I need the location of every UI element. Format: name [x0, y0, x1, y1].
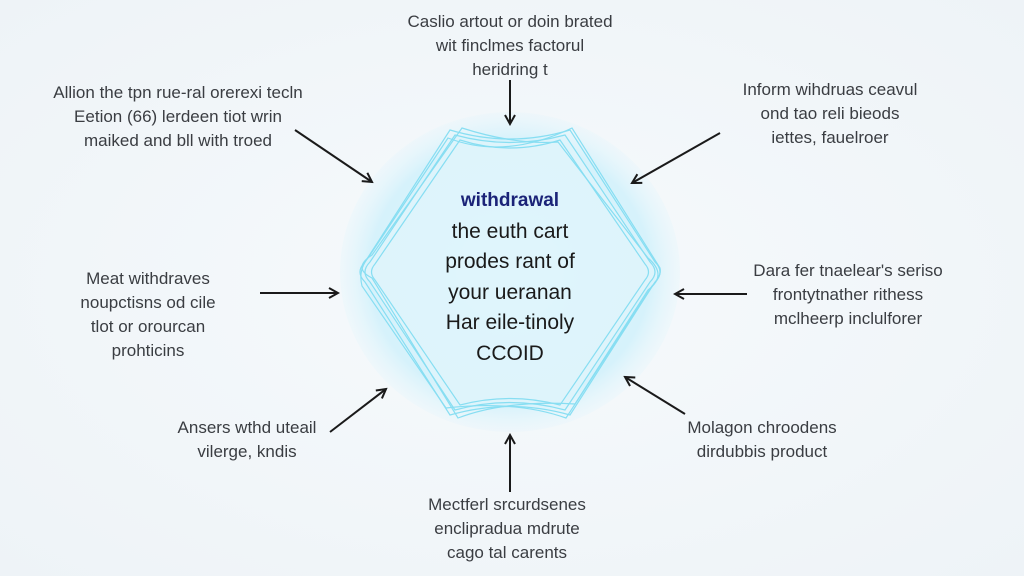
arrow-upper-right — [632, 132, 721, 183]
node-line: Ansers wthd uteail — [177, 418, 317, 437]
node-line: ond tao reli bieods — [760, 104, 900, 123]
node-upper-left: Allion the tpn rue-ral orerexi tecln Eet… — [53, 81, 302, 153]
central-hexagon — [359, 127, 661, 419]
node-line: prohticins — [111, 341, 185, 360]
arrows — [260, 80, 747, 492]
node-line: maiked and bll with troed — [83, 131, 273, 150]
arrow-lower-right — [625, 377, 686, 415]
node-line: wit finclmes factorul — [435, 36, 585, 55]
node-left: Meat withdraves noupctisns od cile tlot … — [80, 267, 215, 363]
arrow-lower-left — [329, 389, 386, 433]
node-line: Molagon chroodens — [687, 418, 837, 437]
node-line: noupctisns od cile — [80, 293, 216, 312]
node-line: Inform wihdruas ceavul — [742, 80, 918, 99]
arrow-upper-left — [294, 129, 372, 182]
node-line: Mectferl srcurdsenes — [428, 495, 586, 514]
node-line: Meat withdraves — [86, 269, 210, 288]
node-line: Dara fer tnaelear's seriso — [753, 261, 943, 280]
node-line: iettes, fauelroer — [771, 128, 889, 147]
central-node-text: withdrawal the euth cart prodes rant of … — [445, 186, 575, 369]
node-upper-right: Inform wihdruas ceavul ond tao reli bieo… — [743, 78, 918, 150]
central-title: withdrawal — [460, 190, 560, 211]
node-line: tlot or orourcan — [90, 317, 206, 336]
node-bottom: Mectferl srcurdsenes enclipradua mdrute … — [428, 493, 586, 565]
central-line: your ueranan — [448, 280, 572, 304]
central-line: CCOID — [476, 341, 544, 365]
node-line: Allion the tpn rue-ral orerexi tecln — [53, 83, 303, 102]
node-line: vilerge, kndis — [197, 442, 297, 461]
node-lower-left: Ansers wthd uteail vilerge, kndis — [178, 416, 317, 464]
node-right: Dara fer tnaelear's seriso frontytnather… — [753, 259, 942, 331]
node-line: cago tal carents — [446, 543, 567, 562]
node-lower-right: Molagon chroodens dirdubbis product — [687, 416, 836, 464]
node-line: enclipradua mdrute — [434, 519, 580, 538]
node-line: dirdubbis product — [696, 442, 828, 461]
node-line: heridring t — [472, 60, 548, 79]
node-line: frontytnather rithess — [772, 285, 924, 304]
node-top: Caslio artout or doin brated wit finclme… — [407, 10, 612, 82]
node-line: Eetion (66) lerdeen tiot wrin — [74, 107, 282, 126]
node-line: mclheerp inclulforer — [773, 309, 923, 328]
node-line: Caslio artout or doin brated — [407, 12, 613, 31]
central-line: the euth cart — [451, 219, 569, 243]
central-line: Har eile-tinoly — [445, 311, 575, 334]
central-line: prodes rant of — [445, 250, 575, 273]
